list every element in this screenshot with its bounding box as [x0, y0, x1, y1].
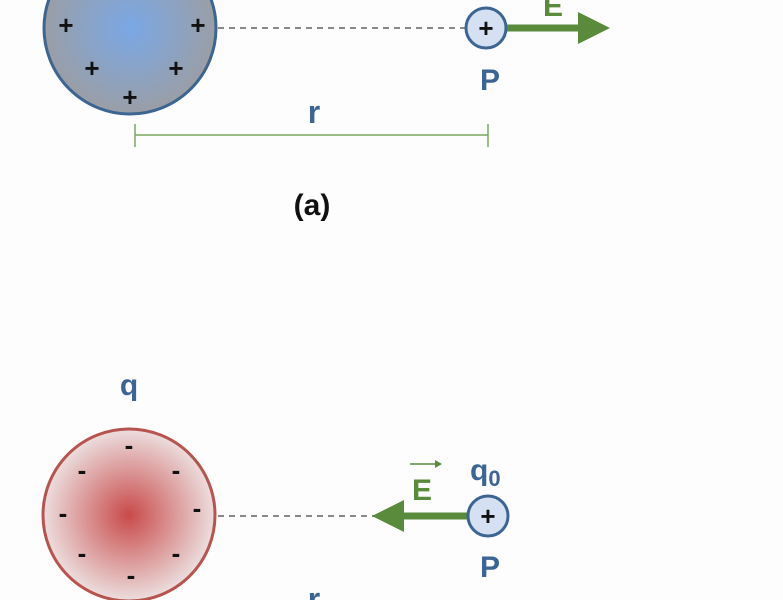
panel-a: + + + + + + E P r (a): [42, 0, 610, 222]
test-charge-label: q0: [470, 454, 501, 491]
source-charge-sign: -: [172, 538, 181, 568]
field-label: E: [412, 474, 432, 507]
source-charge-sign: -: [78, 455, 87, 485]
source-charge-sign: +: [168, 53, 183, 83]
source-charge-sign: -: [172, 455, 181, 485]
source-charge-label: q: [120, 369, 138, 402]
field-label: E: [543, 0, 563, 23]
point-label: P: [480, 551, 500, 584]
distance-label: r: [308, 581, 320, 600]
test-charge-sign: +: [478, 13, 493, 43]
field-arrow-head: [578, 12, 610, 44]
source-charge-sign: -: [78, 538, 87, 568]
source-charge-sign: -: [125, 430, 134, 460]
source-charge-sign: +: [84, 53, 99, 83]
source-charge-sign: +: [58, 10, 73, 40]
test-charge-sign: +: [480, 501, 495, 531]
source-charge-sign: +: [190, 10, 205, 40]
positive-source-sphere: [42, 0, 218, 116]
test-charge: [464, 6, 508, 50]
source-charge-sign: -: [127, 560, 136, 590]
field-vector-arrow-head: [435, 460, 442, 468]
point-label: P: [480, 64, 500, 97]
test-charge: [466, 494, 510, 538]
source-charge-sign: -: [193, 493, 202, 523]
distance-label: r: [308, 94, 320, 130]
source-charge-sign: -: [59, 498, 68, 528]
panel-b: q - - - - - - - - E q0 + P r: [41, 369, 510, 600]
negative-source-sphere: [41, 427, 217, 600]
panel-caption: (a): [294, 189, 331, 222]
field-arrow-head: [372, 500, 404, 532]
source-charge-sign: +: [122, 82, 137, 112]
